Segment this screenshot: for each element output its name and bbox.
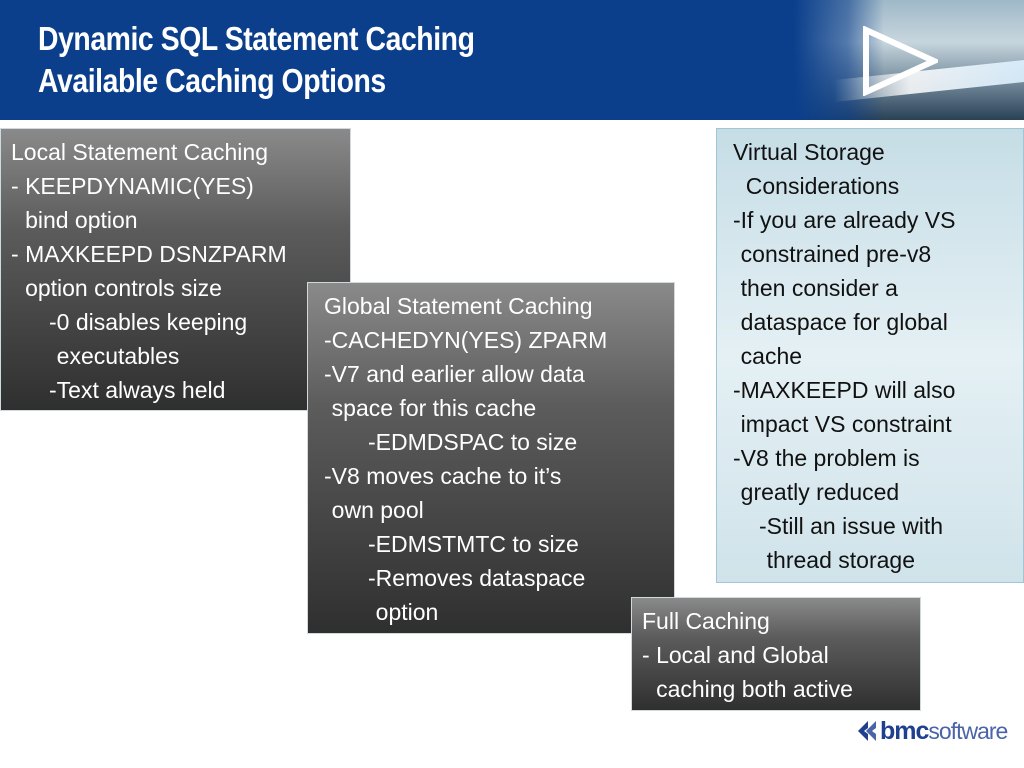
global-caching-heading: Global Statement Caching xyxy=(324,293,593,319)
list-item: - CACHEDYN(YES) ZPARM xyxy=(324,323,674,357)
global-caching-box: Global Statement Caching - CACHEDYN(YES)… xyxy=(307,282,675,634)
bullet-dash: - xyxy=(759,513,767,539)
bullet-dash: - xyxy=(324,327,332,353)
title-line-1: Dynamic SQL Statement Caching xyxy=(38,20,475,57)
bullet-dash: - xyxy=(11,241,26,267)
bullet-text: 0 disables keeping executables xyxy=(56,309,248,369)
bullet-dash: - xyxy=(324,361,332,387)
global-caching-list: - CACHEDYN(YES) ZPARM - V7 and earlier a… xyxy=(324,323,674,629)
list-item: - Local and Global caching both active xyxy=(642,638,920,706)
bullet-text: Removes dataspace option xyxy=(375,565,586,625)
local-caching-heading: Local Statement Caching xyxy=(11,139,268,165)
bullet-dash: - xyxy=(368,531,376,557)
bullet-text: V7 and earlier allow data space for this… xyxy=(331,361,585,421)
bullet-dash: - xyxy=(368,565,376,591)
local-caching-list: - KEEPDYNAMIC(YES) bind option - MAXKEEP… xyxy=(11,169,350,407)
full-caching-list: - Local and Global caching both active xyxy=(642,638,920,706)
bullet-dash: - xyxy=(49,309,57,335)
logo-brand: bmc xyxy=(880,716,929,745)
bullet-dash: - xyxy=(324,463,332,489)
list-item: - KEEPDYNAMIC(YES) bind option xyxy=(11,169,350,237)
virtual-storage-box: Virtual Storage Considerations - If you … xyxy=(716,128,1024,583)
bmc-logo: bmc software xyxy=(856,713,1008,749)
bmc-logo-icon xyxy=(858,721,876,741)
bullet-text: V8 the problem is greatly reduced xyxy=(740,445,920,505)
list-item: - Removes dataspace option xyxy=(324,561,674,629)
bullet-dash: - xyxy=(368,429,376,455)
full-caching-box: Full Caching - Local and Global caching … xyxy=(631,597,921,711)
bullet-text: Local and Global caching both active xyxy=(656,642,853,702)
play-triangle-icon xyxy=(863,26,938,96)
list-item: - Text always held xyxy=(11,373,350,407)
bullet-text: CACHEDYN(YES) ZPARM xyxy=(331,327,608,353)
title-banner: Dynamic SQL Statement Caching Available … xyxy=(0,0,1024,120)
bullet-text: MAXKEEPD DSNZPARM option controls size xyxy=(25,241,287,301)
list-item: - V8 moves cache to it’s own pool xyxy=(324,459,674,527)
bullet-dash: - xyxy=(642,642,657,668)
list-item: - V8 the problem is greatly reduced xyxy=(733,441,1023,509)
bullet-dash: - xyxy=(733,445,741,471)
page-title: Dynamic SQL Statement Caching Available … xyxy=(38,18,546,102)
bullet-text: Still an issue with thread storage xyxy=(766,513,944,573)
list-item: - MAXKEEPD DSNZPARM option controls size xyxy=(11,237,350,305)
list-item: - 0 disables keeping executables xyxy=(11,305,350,373)
title-line-2: Available Caching Options xyxy=(38,62,386,99)
list-item: - EDMSTMTC to size xyxy=(324,527,674,561)
bullet-dash: - xyxy=(733,207,741,233)
list-item: - If you are already VS constrained pre-… xyxy=(733,203,1023,373)
bullet-text: MAXKEEPD will also impact VS constraint xyxy=(740,377,956,437)
bullet-dash: - xyxy=(49,377,57,403)
list-item: - EDMDSPAC to size xyxy=(324,425,674,459)
bullet-text: KEEPDYNAMIC(YES) bind option xyxy=(25,173,254,233)
bullet-text: If you are already VS constrained pre-v8… xyxy=(740,207,956,369)
bullet-dash: - xyxy=(733,377,741,403)
logo-suffix: software xyxy=(928,717,1008,744)
bullet-text: V8 moves cache to it’s own pool xyxy=(331,463,562,523)
local-caching-box: Local Statement Caching - KEEPDYNAMIC(YE… xyxy=(0,128,351,411)
virtual-storage-list: - If you are already VS constrained pre-… xyxy=(733,203,1023,577)
list-item: - Still an issue with thread storage xyxy=(733,509,1023,577)
list-item: - V7 and earlier allow data space for th… xyxy=(324,357,674,425)
bullet-text: Text always held xyxy=(56,377,226,403)
virtual-storage-heading: Virtual Storage Considerations xyxy=(733,139,900,199)
full-caching-heading: Full Caching xyxy=(642,608,770,634)
list-item: - MAXKEEPD will also impact VS constrain… xyxy=(733,373,1023,441)
bullet-text: EDMSTMTC to size xyxy=(375,531,579,557)
bullet-text: EDMDSPAC to size xyxy=(375,429,578,455)
bullet-dash: - xyxy=(11,173,26,199)
